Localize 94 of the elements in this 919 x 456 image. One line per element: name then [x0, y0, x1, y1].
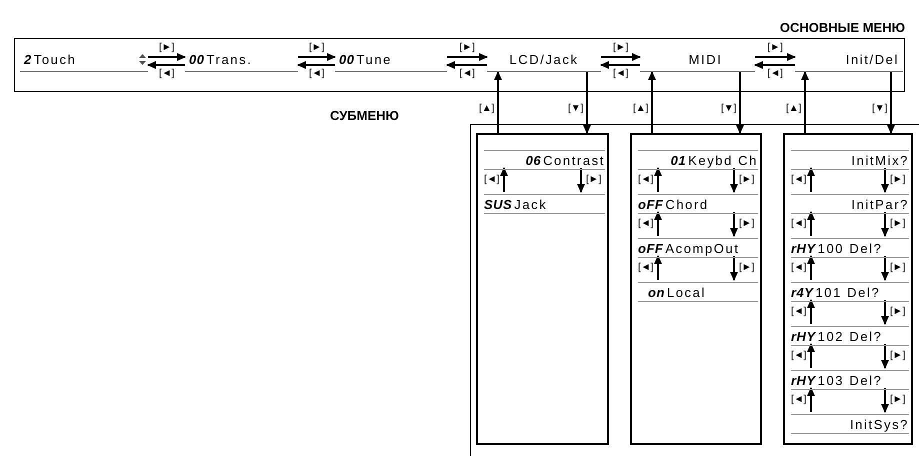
edge-label: [◄] — [790, 306, 808, 318]
lcd-display-line: InitPar? — [791, 194, 909, 214]
edge-label: [◄] — [790, 218, 808, 230]
lcd-display-line: oFFChord — [638, 194, 758, 214]
edge-label: [►] — [738, 218, 756, 230]
edge-label: [◄] — [637, 174, 654, 186]
arrow — [801, 71, 809, 133]
edge-label: [▲] — [478, 103, 496, 115]
arrow — [881, 168, 889, 193]
edge-label: [◄] — [158, 68, 176, 80]
edge-label: [◄] — [790, 394, 808, 406]
arrow — [601, 53, 641, 61]
edge-label: [►] — [585, 174, 602, 186]
arrow — [730, 168, 738, 193]
edge-label: [◄] — [790, 174, 808, 186]
menu-group-heading: ОСНОВНЫЕ МЕНЮ — [780, 20, 905, 36]
edge-label: [►] — [158, 42, 176, 54]
menu-display: Init/Del — [795, 50, 903, 72]
arrow — [577, 168, 585, 193]
arrow — [807, 299, 815, 324]
arrow — [730, 256, 738, 281]
edge-label: [◄] — [483, 174, 500, 186]
edge-label: [◄] — [766, 68, 784, 80]
lcd-display-line: rHY102 Del? — [791, 326, 909, 346]
arrow — [500, 167, 508, 192]
edge-label: [◄] — [790, 262, 808, 274]
menu-display: 2Touch — [20, 50, 148, 72]
submenu-panel — [783, 133, 913, 445]
arrow — [654, 211, 662, 236]
arrow — [736, 72, 744, 134]
edge-label: [►] — [889, 174, 906, 186]
arrow — [754, 61, 795, 69]
edge-label: [▼] — [871, 103, 888, 115]
arrow — [887, 72, 895, 134]
arrow — [583, 72, 591, 134]
arrow — [807, 167, 815, 192]
arrow — [881, 388, 889, 413]
arrow — [297, 61, 335, 69]
arrow — [881, 256, 889, 281]
menu-display: MIDI — [640, 50, 755, 72]
arrow — [147, 61, 185, 69]
edge-label: [▲] — [785, 103, 802, 115]
edge-label: [►] — [738, 174, 756, 186]
arrow — [807, 343, 815, 368]
arrow — [807, 211, 815, 236]
edge-label: [◄] — [458, 68, 476, 80]
arrow — [881, 300, 889, 325]
arrow — [600, 61, 640, 69]
edge-label: [►] — [889, 394, 906, 406]
arrow — [807, 255, 815, 280]
arrow — [807, 387, 815, 412]
arrow — [447, 53, 488, 61]
menu-display: LCD/Jack — [487, 50, 601, 72]
arrow — [298, 53, 336, 61]
menu-group-heading: СУБМЕНЮ — [330, 108, 399, 124]
edge-label: [►] — [889, 306, 906, 318]
lcd-display-line: 06Contrast — [484, 150, 605, 170]
arrow — [654, 167, 662, 192]
lcd-display-line: r4Y101 Del? — [791, 282, 909, 302]
arrow — [881, 344, 889, 369]
arrow — [648, 71, 656, 133]
menu-display: 00Tune — [335, 50, 447, 72]
edge-label: [◄] — [308, 68, 326, 80]
submenu-panel — [476, 133, 609, 445]
lcd-display-line: rHY100 Del? — [791, 238, 909, 258]
arrow — [494, 71, 502, 133]
edge-label: [◄] — [637, 262, 654, 274]
lcd-display-line: SUSJack — [484, 194, 605, 214]
arrow — [755, 53, 796, 61]
edge-label: [►] — [738, 262, 756, 274]
lcd-display-line: InitSys? — [791, 414, 909, 434]
edge-label: [►] — [889, 262, 906, 274]
edge-label: [◄] — [790, 350, 808, 362]
lcd-display-line: oFFAcompOut — [638, 238, 758, 258]
arrow — [148, 53, 186, 61]
edge-label: [►] — [889, 218, 906, 230]
edge-label: [◄] — [612, 68, 630, 80]
edge-label: [►] — [766, 42, 784, 54]
edge-label: [►] — [612, 42, 630, 54]
edge-label: [▼] — [567, 103, 584, 115]
edge-label: [◄] — [637, 218, 654, 230]
arrow — [730, 212, 738, 237]
edge-label: [►] — [458, 42, 476, 54]
edge-label: [►] — [889, 350, 906, 362]
edge-label: [▼] — [720, 103, 738, 115]
edge-label: [►] — [308, 42, 326, 54]
edge-label: [▲] — [632, 103, 650, 115]
menu-display: 00Trans. — [185, 50, 298, 72]
arrow — [446, 61, 487, 69]
lcd-display-line: rHY103 Del? — [791, 370, 909, 390]
arrow — [881, 212, 889, 237]
submenu-panel — [630, 133, 762, 445]
lcd-display-line: InitMix? — [791, 150, 909, 170]
arrow — [654, 255, 662, 280]
